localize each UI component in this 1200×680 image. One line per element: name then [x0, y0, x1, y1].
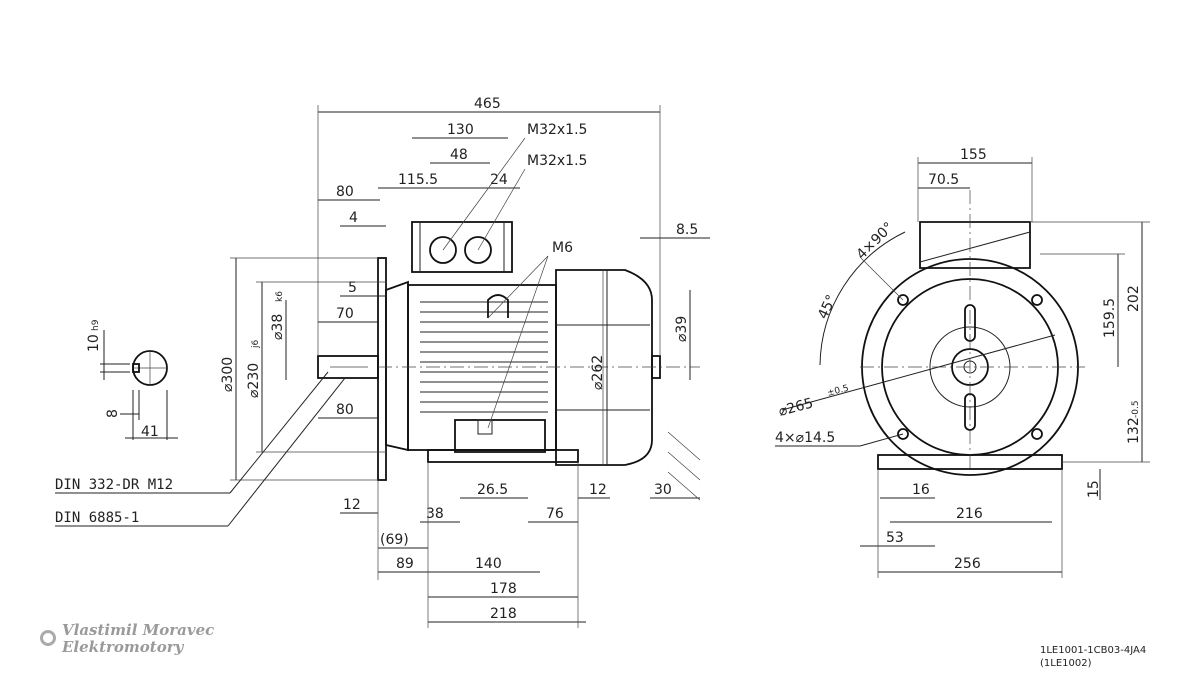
dim-shaft-dia: ⌀38 — [270, 314, 286, 340]
model-code: 1LE1001-1CB03-4JA4 (1LE1002) — [1040, 644, 1146, 670]
label-earth-screw: M6 — [552, 240, 573, 256]
dim-box-span: 130 — [447, 122, 474, 138]
end-shield — [385, 280, 409, 452]
dim-132-tol: -0.5 — [1131, 400, 1141, 418]
dim-256: 256 — [954, 556, 981, 572]
dim-26-5: 26.5 — [477, 482, 508, 498]
dim-140: 140 — [475, 556, 502, 572]
dim-132: 132 — [1126, 417, 1142, 444]
fan-cover — [555, 269, 653, 466]
dim-flange-dia: ⌀300 — [220, 357, 236, 392]
dim-gland-spacing: 48 — [450, 147, 468, 163]
key-detail: 10 h9 8 41 — [86, 319, 178, 440]
dim-flange-thk: 5 — [348, 280, 357, 296]
bolt-hole-2 — [1031, 294, 1043, 306]
key-depth: 8 — [105, 409, 121, 418]
dim-hub-dia: ⌀39 — [674, 316, 690, 342]
keyway — [132, 363, 140, 373]
dim-shaft-end: 80 — [336, 402, 354, 418]
dim-body-dia: ⌀262 — [590, 355, 606, 390]
flange-plate — [377, 257, 387, 481]
dim-pcd: ⌀265 — [777, 395, 815, 420]
motor-body — [407, 284, 557, 451]
lifting-eye — [487, 294, 509, 318]
cooling-fins — [420, 301, 548, 413]
label-gland-1: M32x1.5 — [527, 122, 587, 138]
front-terminal-box — [919, 221, 1031, 269]
dim-12b: 12 — [589, 482, 607, 498]
dim-gland-offset: 24 — [490, 172, 508, 188]
dim-shaft-length: 70 — [336, 306, 354, 322]
dim-216: 216 — [956, 506, 983, 522]
dim-202: 202 — [1126, 285, 1142, 312]
dim-fan-gap: 8.5 — [676, 222, 698, 238]
dim-178: 178 — [490, 581, 517, 597]
key-width: 10 — [86, 334, 102, 352]
dim-155: 155 — [960, 147, 987, 163]
dim-holes: 4×⌀14.5 — [775, 430, 835, 446]
earth-terminal — [477, 419, 493, 435]
dim-45: 45° — [815, 292, 840, 321]
bolt-hole-1 — [897, 294, 909, 306]
dim-70-5: 70.5 — [928, 172, 959, 188]
dim-shaft-tol: k6 — [275, 291, 285, 302]
dim-spigot-tol: j6 — [251, 339, 261, 349]
dim-shaft-region: 80 — [336, 184, 354, 200]
dim-38: 38 — [426, 506, 444, 522]
model-code-line1: 1LE1001-1CB03-4JA4 — [1040, 645, 1147, 656]
dim-4x90: 4×90° — [854, 219, 897, 262]
dim-89: 89 — [396, 556, 414, 572]
key-width-tol: h9 — [91, 319, 101, 331]
angle-arc — [819, 231, 906, 366]
cable-gland-1 — [429, 236, 457, 264]
dim-pcd-tol: ±0.5 — [826, 384, 850, 399]
motor-foot — [427, 449, 579, 463]
brand-line2: Elektromotory — [62, 638, 184, 656]
dim-overall-length: 465 — [474, 96, 501, 112]
cable-gland-2 — [464, 236, 492, 264]
label-gland-2: M32x1.5 — [527, 153, 587, 169]
dim-box-offset: 115.5 — [398, 172, 438, 188]
dim-12a: 12 — [343, 497, 361, 513]
gear-icon — [40, 630, 56, 646]
dim-30: 30 — [654, 482, 672, 498]
brand-line1: Vlastimil Moravec — [62, 621, 215, 639]
terminal-base — [454, 419, 546, 453]
label-key-std: DIN 6885-1 — [55, 510, 139, 526]
front-view: 155 70.5 4×90° 45° ⌀265 ±0.5 4×⌀14.5 202… — [775, 147, 1150, 578]
model-code-line2: (1LE1002) — [1040, 658, 1092, 669]
dim-53: 53 — [886, 530, 904, 546]
dim-218: 218 — [490, 606, 517, 622]
key-dim: 41 — [141, 424, 159, 440]
label-centre-tap: DIN 332-DR M12 — [55, 477, 173, 493]
dim-76: 76 — [546, 506, 564, 522]
dim-16: 16 — [912, 482, 930, 498]
brand-watermark: Vlastimil Moravec Elektromotory — [40, 622, 214, 656]
dim-spigot-dia: ⌀230 — [246, 363, 262, 398]
dim-15: 15 — [1086, 480, 1102, 498]
side-view: 465 130 48 115.5 24 M32x1.5 M32x1.5 80 4… — [55, 96, 710, 628]
dim-159-5: 159.5 — [1102, 298, 1118, 338]
bolt-hole-3 — [897, 428, 909, 440]
terminal-box — [411, 221, 513, 273]
dim-69: (69) — [380, 532, 409, 548]
bolt-hole-4 — [1031, 428, 1043, 440]
dim-shoulder: 4 — [349, 210, 358, 226]
